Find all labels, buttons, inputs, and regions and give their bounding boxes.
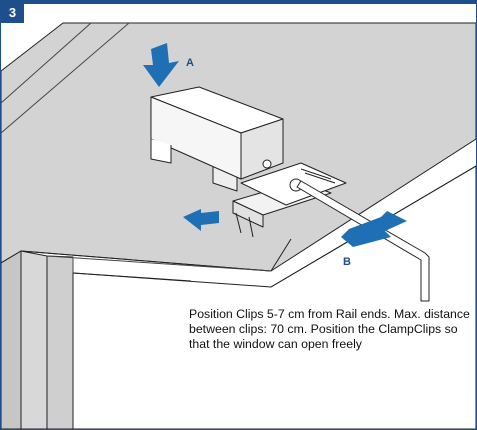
hex-key-body xyxy=(296,180,430,302)
hex-key xyxy=(296,180,430,302)
clamp-jaw xyxy=(235,212,254,238)
frame-left-inner xyxy=(46,255,74,429)
rail-slot xyxy=(300,168,336,184)
frame-groove-line xyxy=(1,22,130,134)
label-a: A xyxy=(186,57,194,69)
arrow-b xyxy=(341,211,407,247)
arrows xyxy=(143,43,407,247)
frame-groove-line xyxy=(1,22,92,104)
opening-top-edge xyxy=(72,272,192,282)
block-screw xyxy=(262,159,272,169)
frame-left-face xyxy=(20,250,48,429)
step-number: 3 xyxy=(1,1,24,23)
panel-top-border xyxy=(1,1,476,4)
clamp-block-side xyxy=(240,118,284,180)
arrow-push-side xyxy=(183,209,219,231)
clamp-block-hook xyxy=(150,139,172,164)
window-frame xyxy=(1,22,476,429)
arrow-a xyxy=(143,43,179,87)
label-b: B xyxy=(343,256,351,268)
frame-left-side xyxy=(1,250,22,429)
frame-inner-edge xyxy=(46,255,272,272)
clamp-lower-side xyxy=(232,200,264,228)
instruction-caption: Position Clips 5-7 cm from Rail ends. Ma… xyxy=(189,307,470,351)
